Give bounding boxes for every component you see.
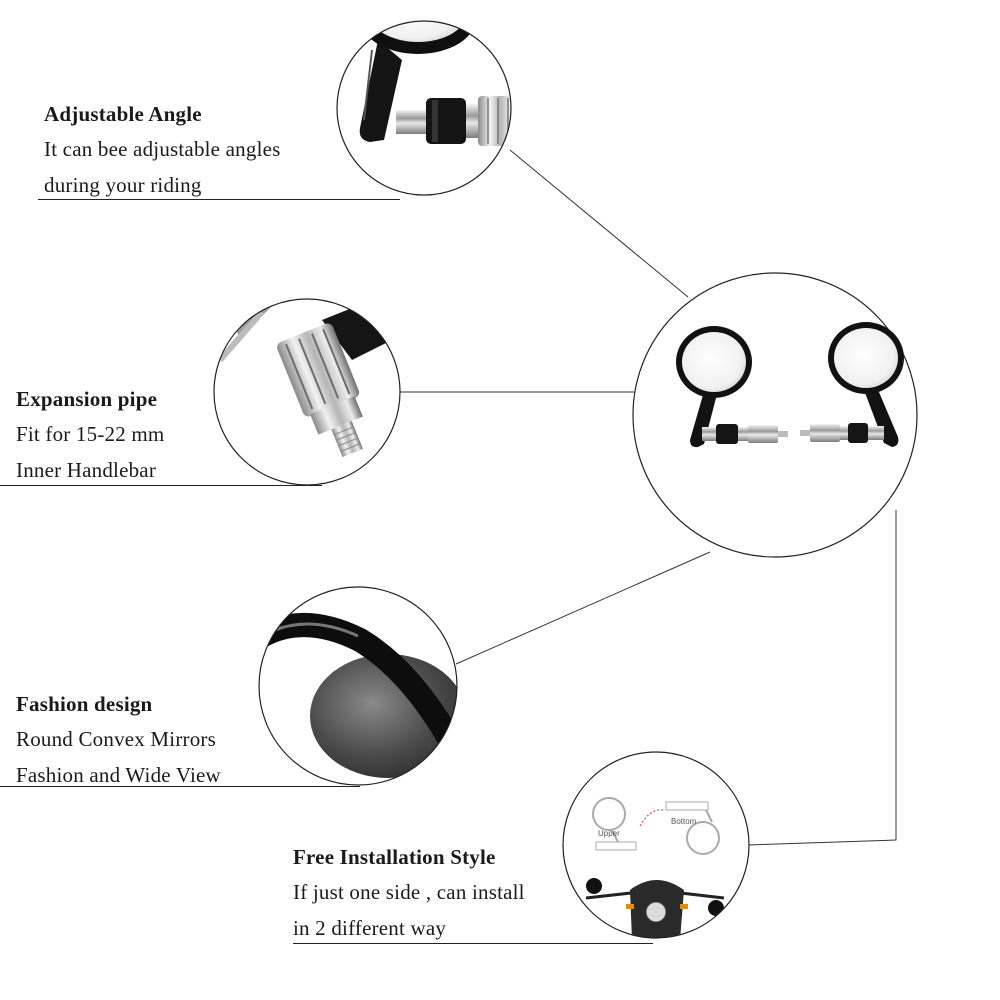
feature-line: Fashion and Wide View xyxy=(16,763,221,787)
feature-title: Fashion design xyxy=(16,692,153,716)
feature-free-installation: Free Installation Style If just one side… xyxy=(293,840,525,946)
left-mirror-drawing xyxy=(676,326,788,448)
feature-expansion-pipe: Expansion pipe Fit for 15-22 mm Inner Ha… xyxy=(16,382,164,488)
feature-title: Expansion pipe xyxy=(16,387,158,411)
connector-lines xyxy=(400,149,897,846)
underline-fashion-design xyxy=(0,786,360,787)
feature-title: Free Installation Style xyxy=(293,845,496,869)
feature-fashion-design: Fashion design Round Convex Mirrors Fash… xyxy=(16,687,221,793)
feature-line: If just one side , can install xyxy=(293,880,525,904)
underline-adjustable-angle xyxy=(38,199,400,200)
main-product-circle xyxy=(632,272,918,558)
feature-line: It can bee adjustable angles xyxy=(44,137,281,161)
feature-line: Round Convex Mirrors xyxy=(16,727,216,751)
feature-line: in 2 different way xyxy=(293,916,447,940)
underline-free-installation xyxy=(293,943,653,944)
right-mirror-drawing xyxy=(800,322,904,447)
feature-line: Inner Handlebar xyxy=(16,458,157,482)
adjustable-angle-circle xyxy=(336,20,512,196)
feature-adjustable-angle: Adjustable Angle It can bee adjustable a… xyxy=(44,97,281,203)
feature-line: during your riding xyxy=(44,173,202,197)
underline-expansion-pipe xyxy=(0,485,322,486)
feature-line: Fit for 15-22 mm xyxy=(16,422,165,446)
feature-title: Adjustable Angle xyxy=(44,102,202,126)
expansion-pipe-circle xyxy=(213,298,401,486)
free-installation-circle xyxy=(562,751,750,939)
fashion-design-circle xyxy=(258,586,458,786)
